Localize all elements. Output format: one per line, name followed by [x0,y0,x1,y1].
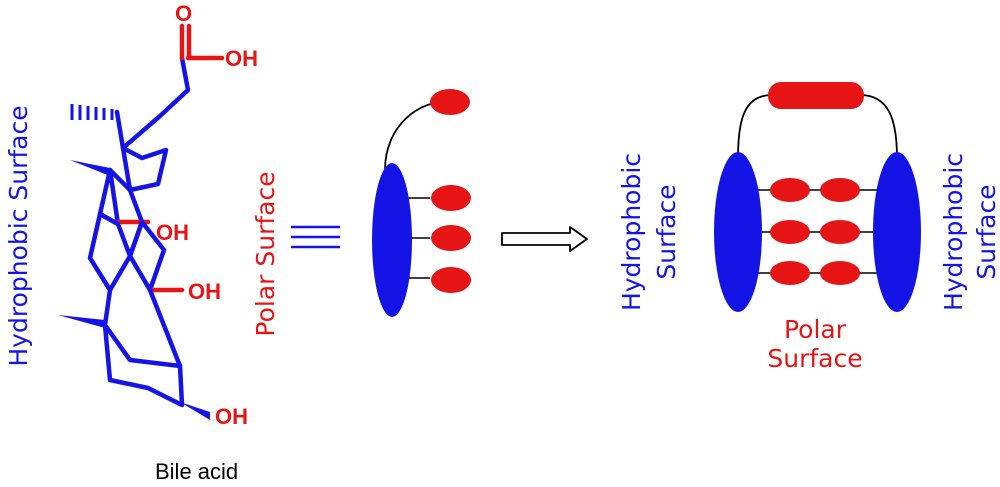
polar-oval-r1 [820,178,860,202]
dimer-cartoon [714,82,921,312]
hydrophobic-label-dimer-left: Hydrophobic [617,153,646,311]
right-hydrophobic-oval [873,152,921,312]
top-polar-oval [430,89,470,115]
left-hydrophobic-oval [714,152,762,312]
polar-label-dimer: Polar [784,315,847,344]
carboxyl-oh: OH [225,46,258,71]
polar-surface-label-middle: Polar Surface [251,171,280,336]
polar-oval-2 [431,225,471,251]
ring-d-bonds [120,145,169,193]
ring-c-bonds [107,167,145,259]
polar-oval-r2 [820,220,860,244]
ring-a-bonds [102,287,185,408]
surface-label-dimer-right: Surface [972,184,1000,279]
bile-acid-structure [58,23,225,420]
ring-a-inner [102,322,183,369]
hydrophobic-surface-label-left: Hydrophobic Surface [4,105,33,366]
ring-b-lower [127,219,167,293]
polar-oval-l1 [770,178,810,202]
hydrophobic-label-dimer-right: Hydrophobic [939,153,968,311]
ring-b-bonds [87,211,145,293]
side-chain-methyl-hashed [70,104,114,120]
hydrophobic-oval [372,163,412,317]
hydroxyl-c7: OH [188,279,221,304]
side-chain-bonds [114,55,191,151]
bridge-bar [768,82,864,109]
surface-label-dimer-bottom: Surface [767,344,862,373]
angular-methyl-c18 [70,160,110,176]
angular-methyl-c19 [58,315,105,328]
polar-oval-1 [431,185,471,211]
surface-label-dimer-left: Surface [652,184,681,279]
arrow-icon [501,226,588,252]
hydroxyl-c12: OH [156,220,189,245]
carboxyl-oxygen: O [175,1,192,26]
monomer-cartoon [372,89,471,317]
polar-oval-3 [431,267,471,293]
polar-oval-l3 [770,261,810,285]
polar-oval-l2 [770,220,810,244]
hydroxyl-c3: OH [215,404,248,429]
equivalence-symbol [291,225,340,249]
c3-oh-wedge [180,402,210,420]
bile-acid-caption: Bile acid [155,459,238,484]
polar-oval-r3 [820,261,860,285]
